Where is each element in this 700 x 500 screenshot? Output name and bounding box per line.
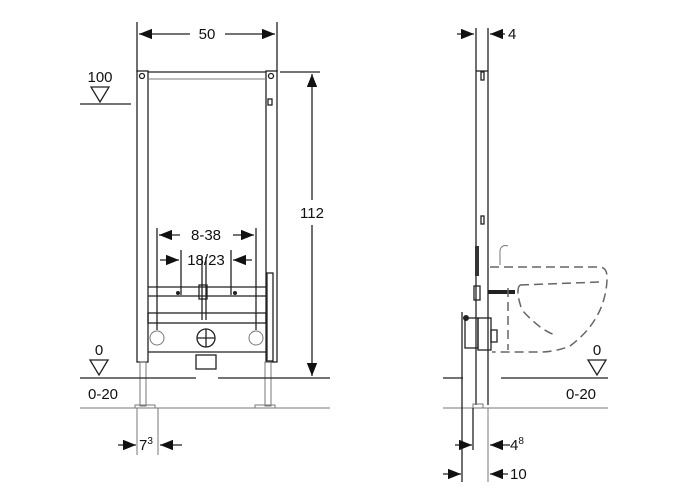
width-dimension: 50 xyxy=(136,22,278,72)
width-label: 50 xyxy=(199,26,216,43)
level-floor-label: 0 xyxy=(95,342,103,359)
spacing-dimension: 8-38 18/23 xyxy=(156,227,257,330)
offset-label: 48 xyxy=(510,436,524,454)
depth-dimension: 4 xyxy=(457,26,516,43)
level-marks-side: 0 0-20 xyxy=(443,342,608,409)
height-label: 112 xyxy=(300,205,324,222)
offset-dimensions: 48 10 xyxy=(443,312,527,483)
level-floor-label: 0 xyxy=(593,342,601,359)
foot-dimension: 73 xyxy=(118,408,182,455)
side-view: 4 0 0-20 48 10 xyxy=(443,26,608,483)
frame xyxy=(134,70,278,409)
total-label: 10 xyxy=(510,466,527,483)
front-view: 50 8-38 18/23 112 100 xyxy=(80,22,330,455)
foot-label: 73 xyxy=(139,436,153,454)
bidet-outline xyxy=(490,245,608,353)
floor-range-label: 0-20 xyxy=(566,386,596,403)
level-marks: 100 0 0-20 xyxy=(80,69,330,409)
height-dimension: 112 xyxy=(280,71,324,376)
spacing-label: 8-38 xyxy=(191,227,221,244)
floor-range-label: 0-20 xyxy=(88,386,118,403)
level-top-label: 100 xyxy=(87,69,112,86)
frame-side xyxy=(463,28,515,409)
spacing-inner-label: 18/23 xyxy=(187,252,225,269)
depth-label: 4 xyxy=(508,26,516,43)
